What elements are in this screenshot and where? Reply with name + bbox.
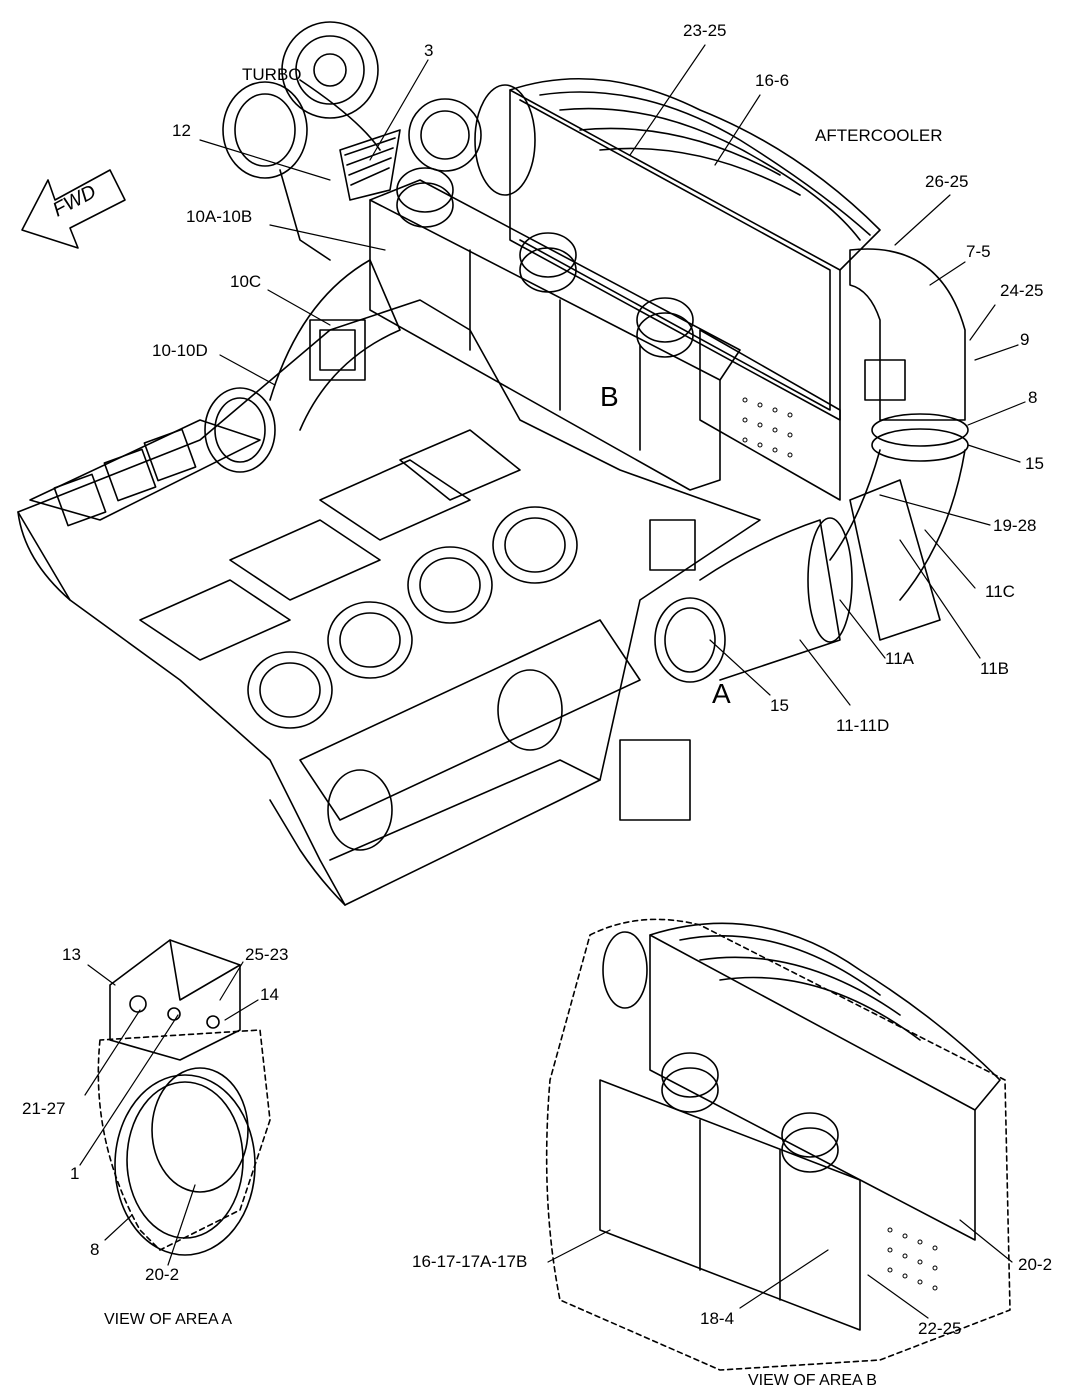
leader-lines-main xyxy=(199,44,1026,706)
part-label-13: 13 xyxy=(62,945,81,964)
part-label-16-6: 16-6 xyxy=(755,71,790,90)
part-label-20-2-view-a: 20-2 xyxy=(145,1265,180,1284)
part-label-15-lower: 15 xyxy=(770,696,789,715)
caption-view-area-a: VIEW OF AREA A xyxy=(104,1311,233,1328)
intake-manifold-left xyxy=(29,387,276,527)
part-label-14: 14 xyxy=(260,985,279,1004)
part-label-1: 1 xyxy=(70,1164,80,1183)
forward-arrow-icon xyxy=(21,169,126,249)
part-label-10a-10b: 10A-10B xyxy=(186,207,253,226)
elbow-tube-7-5 xyxy=(829,248,969,601)
part-label-12: 12 xyxy=(172,121,191,140)
engine-block xyxy=(17,299,761,906)
part-label-22-25: 22-25 xyxy=(918,1319,962,1338)
view-area-a-drawing xyxy=(79,939,271,1266)
part-label-20-2-view-b: 20-2 xyxy=(1018,1255,1053,1274)
part-label-10-10d: 10-10D xyxy=(152,341,208,360)
label-turbo: TURBO xyxy=(242,65,302,84)
label-area-a: A xyxy=(712,678,731,709)
part-label-8: 8 xyxy=(1028,388,1038,407)
view-area-b-drawing xyxy=(545,918,1013,1371)
part-label-11b: 11B xyxy=(980,659,1009,678)
part-label-8-view-a: 8 xyxy=(90,1240,100,1259)
perforated-plate xyxy=(742,397,793,458)
part-label-10c: 10C xyxy=(230,272,262,291)
elbow-tube-10c xyxy=(269,259,401,431)
part-label-7-5: 7-5 xyxy=(966,242,991,261)
turbocharger xyxy=(222,21,482,261)
caption-view-area-b: VIEW OF AREA B xyxy=(748,1372,877,1389)
part-label-3: 3 xyxy=(424,41,434,60)
tube-11-11d xyxy=(649,479,941,683)
lower-manifold xyxy=(299,619,691,851)
part-label-15-right: 15 xyxy=(1025,454,1044,473)
air-inlet-housing xyxy=(369,167,741,491)
part-label-11-11d: 11-11D xyxy=(836,716,890,735)
part-label-16-17-17a-17b: 16-17-17A-17B xyxy=(412,1252,528,1271)
part-label-11c: 11C xyxy=(985,582,1015,601)
part-label-11a: 11A xyxy=(885,649,914,668)
part-label-25-23: 25-23 xyxy=(245,945,289,964)
label-area-b: B xyxy=(600,381,619,412)
aftercooler-housing xyxy=(474,78,881,501)
part-label-21-27: 21-27 xyxy=(22,1099,66,1118)
part-label-24-25: 24-25 xyxy=(1000,281,1044,300)
part-label-26-25: 26-25 xyxy=(925,172,969,191)
part-label-9: 9 xyxy=(1020,330,1030,349)
part-label-18-4: 18-4 xyxy=(700,1309,735,1328)
part-label-23-25: 23-25 xyxy=(683,21,727,40)
part-label-19-28: 19-28 xyxy=(993,516,1037,535)
label-aftercooler: AFTERCOOLER xyxy=(815,126,943,145)
